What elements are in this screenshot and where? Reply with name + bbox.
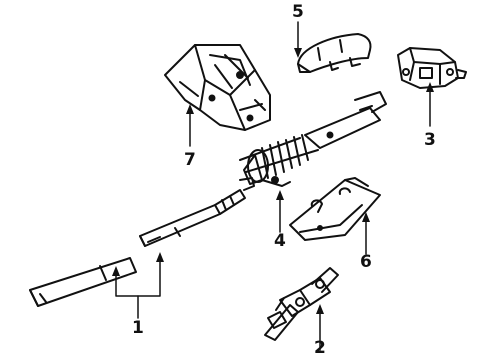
- part-2-universal-joint: [264, 267, 339, 341]
- callout-4: 4: [274, 231, 286, 251]
- callout-7: 7: [184, 150, 196, 170]
- leader-lines: [115, 21, 431, 351]
- part-3-lock-housing: [397, 47, 467, 89]
- callout-3: 3: [424, 130, 436, 150]
- part-5-column-cover: [297, 33, 372, 73]
- callout-2: 2: [314, 338, 326, 358]
- leader-arrowheads: [112, 48, 434, 314]
- part-7-mounting-bracket: [164, 44, 271, 131]
- part-4-column-jacket: [239, 91, 387, 187]
- part-6-lower-cover: [289, 177, 381, 241]
- callout-6: 6: [360, 252, 372, 272]
- part-1-steering-shaft: [29, 177, 255, 307]
- callout-5: 5: [292, 2, 304, 22]
- callout-1: 1: [132, 318, 144, 338]
